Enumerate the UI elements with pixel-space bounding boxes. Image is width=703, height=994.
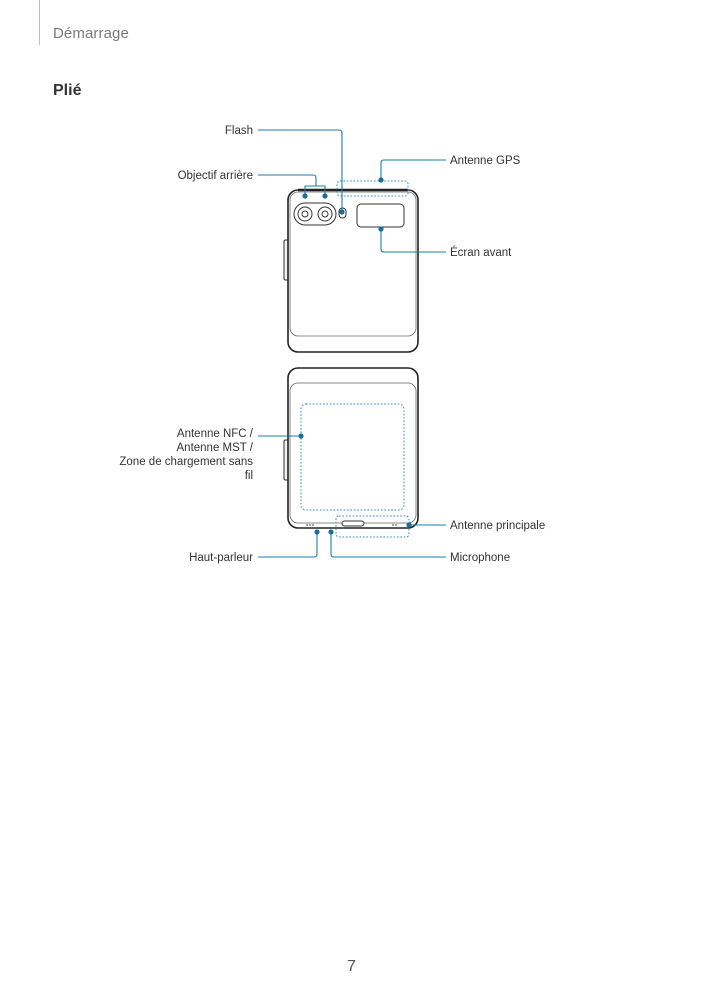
label-front-screen: Écran avant bbox=[450, 246, 512, 259]
label-speaker: Haut-parleur bbox=[189, 552, 253, 564]
callout-microphone-dot bbox=[328, 529, 334, 535]
callout-microphone bbox=[330, 532, 446, 558]
label-flash: Flash bbox=[225, 125, 253, 137]
callout-gps-dot bbox=[378, 177, 384, 183]
label-microphone: Microphone bbox=[450, 552, 510, 564]
lower-device bbox=[283, 367, 419, 538]
front-cover-screen bbox=[356, 203, 405, 228]
lower-device-body bbox=[287, 367, 419, 529]
upper-device-inner bbox=[289, 191, 417, 337]
callout-flash-dot bbox=[339, 209, 345, 215]
label-rear-camera: Objectif arrière bbox=[178, 170, 253, 182]
callout-rear-camera-bracket bbox=[304, 185, 326, 195]
callout-camera-dot-2 bbox=[322, 193, 328, 199]
callout-speaker bbox=[258, 532, 318, 558]
header-divider bbox=[39, 0, 40, 45]
rear-camera-module bbox=[293, 202, 337, 226]
callout-front-screen bbox=[380, 229, 446, 253]
label-nfc-line1: Antenne NFC / bbox=[177, 428, 254, 440]
callout-main-antenna-dot bbox=[406, 522, 412, 528]
label-nfc-line2: Antenne MST / bbox=[177, 442, 254, 454]
label-nfc-line4: fil bbox=[245, 470, 253, 482]
label-main-antenna: Antenne principale bbox=[450, 520, 545, 532]
callout-front-screen-dot bbox=[378, 226, 384, 232]
upper-device bbox=[283, 180, 419, 353]
callout-rear-camera bbox=[258, 174, 317, 186]
callout-camera-dot-1 bbox=[302, 193, 308, 199]
callout-speaker-dot bbox=[314, 529, 320, 535]
section-title: Plié bbox=[53, 82, 82, 99]
callout-nfc-dot bbox=[298, 433, 304, 439]
usb-port bbox=[341, 520, 365, 527]
camera-lens-2-inner bbox=[321, 210, 329, 218]
chapter-title: Démarrage bbox=[53, 25, 129, 42]
label-nfc-line3: Zone de chargement sans bbox=[119, 456, 253, 468]
speaker-grille bbox=[306, 524, 397, 526]
label-gps-antenna: Antenne GPS bbox=[450, 155, 521, 167]
callout-gps bbox=[380, 159, 446, 180]
page-number: 7 bbox=[347, 958, 356, 975]
gps-antenna-area bbox=[336, 180, 409, 197]
callout-flash bbox=[258, 129, 343, 212]
camera-lens-1-inner bbox=[301, 210, 309, 218]
